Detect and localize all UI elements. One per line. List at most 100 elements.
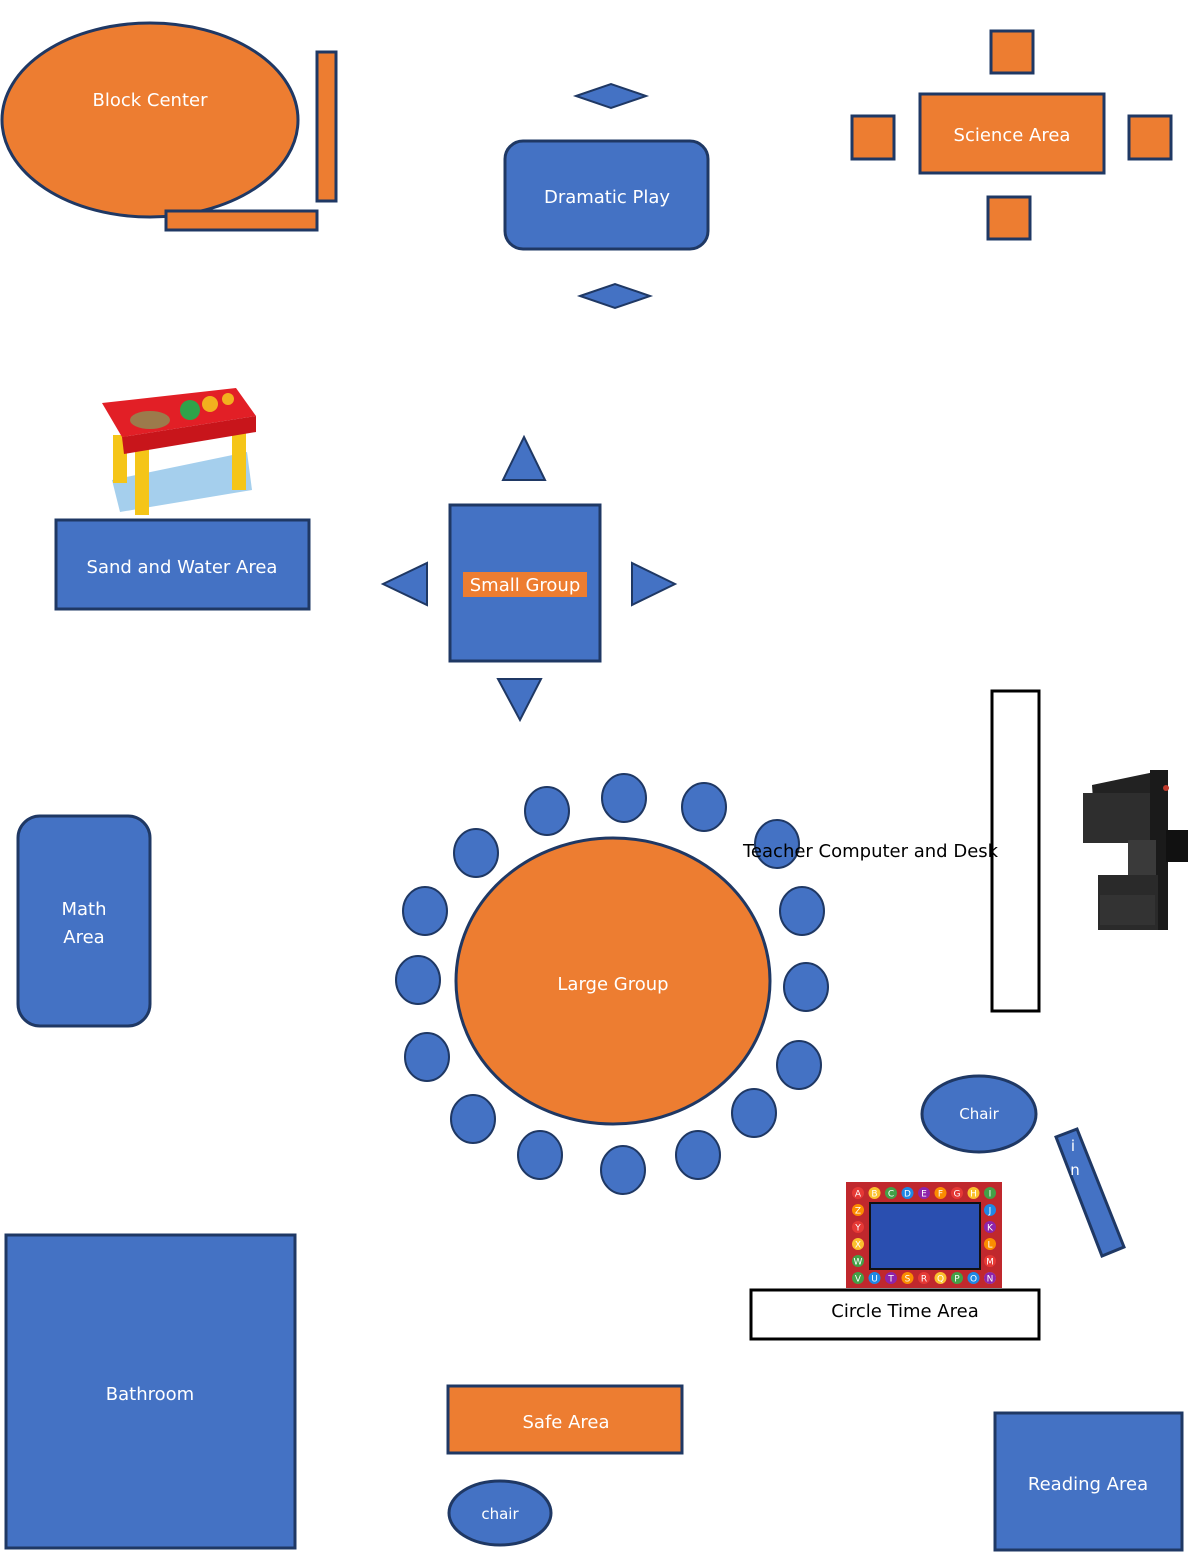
rug-letter: N — [987, 1275, 994, 1285]
math-area-label-line1: Math — [61, 899, 106, 920]
rug-letter: L — [987, 1241, 992, 1251]
large-group-seat — [681, 782, 727, 832]
circle-time-area: ABCDEFGHIJKLMNVUTSRQPONZYXW Circle Time … — [749, 1182, 1041, 1341]
chair-right — [920, 1074, 1038, 1154]
dramatic-play-label: Dramatic Play — [544, 187, 670, 208]
rug-letter: B — [871, 1190, 877, 1200]
block-center-rug — [0, 21, 300, 219]
rug-letter: D — [904, 1190, 911, 1200]
large-group-seats — [395, 773, 829, 1195]
rug-letter-dot — [967, 1187, 980, 1199]
rug-letter: W — [854, 1258, 863, 1268]
math-area-table — [16, 814, 152, 1028]
rug-letter-dot — [868, 1272, 881, 1284]
bathroom-room — [4, 1233, 297, 1550]
rug-letter-dot — [984, 1204, 996, 1216]
chair-bottom-label: chair — [481, 1505, 519, 1523]
small-group-seat-bottom — [496, 678, 543, 723]
rug-letter-dot — [918, 1272, 930, 1284]
rug-letter: I — [989, 1190, 992, 1200]
large-group-seat — [754, 819, 800, 869]
large-group-label: Large Group — [557, 974, 668, 995]
bathroom: Bathroom — [4, 1233, 297, 1550]
rug-letter-dot — [984, 1255, 996, 1267]
large-group-seat — [517, 1130, 563, 1180]
chair-right-group: Chair — [920, 1074, 1038, 1154]
rug-letter: E — [921, 1190, 927, 1200]
slanted-shelf — [1054, 1127, 1126, 1258]
dramatic-play-table — [503, 139, 710, 251]
math-area-label-line2: Area — [63, 927, 104, 948]
rug-letter-dot — [934, 1272, 947, 1284]
science-area-label: Science Area — [954, 125, 1071, 146]
small-group-seat-left — [380, 561, 428, 607]
rug-letter-dot — [951, 1187, 963, 1199]
rug-letter-dot — [984, 1272, 996, 1284]
teacher-desk-area: Teacher Computer and Desk — [742, 689, 1188, 1013]
teacher-desk — [990, 689, 1041, 1013]
block-center: Block Center — [0, 21, 338, 232]
rug-letter-dot — [967, 1272, 980, 1284]
block-shelf-vertical — [315, 50, 338, 203]
large-group-rug — [454, 836, 772, 1126]
rug-letter-dot — [951, 1272, 963, 1284]
rug-letter-dot — [852, 1221, 864, 1233]
large-group-seat — [675, 1130, 721, 1180]
slanted-shelf-text-1: i — [1071, 1137, 1075, 1155]
rug-letter-dot — [984, 1221, 996, 1233]
dramatic-play: Dramatic Play — [503, 82, 710, 310]
rug-letter-dot — [885, 1187, 897, 1199]
rug-letter: C — [888, 1190, 894, 1200]
small-group-label: Small Group — [470, 575, 581, 596]
rug-letter: Y — [854, 1224, 861, 1234]
slanted-shelf-text-2: n — [1070, 1161, 1080, 1179]
chair-bottom-group: chair — [447, 1479, 553, 1547]
reading-area-rug — [993, 1411, 1184, 1552]
large-group: Large Group — [395, 773, 829, 1195]
large-group-seat — [600, 1145, 646, 1195]
alphabet-rug-letters: ABCDEFGHIJKLMNVUTSRQPONZYXW — [852, 1187, 996, 1285]
rug-letter: X — [855, 1241, 861, 1251]
rug-letter: T — [887, 1275, 894, 1285]
small-group: Small Group — [380, 434, 678, 723]
rug-letter-dot — [868, 1187, 881, 1199]
rug-letter: U — [871, 1275, 878, 1285]
rug-letter: F — [938, 1190, 943, 1200]
math-area: Math Area — [16, 814, 152, 1028]
rug-letter-dot — [885, 1272, 897, 1284]
block-shelf-horizontal — [164, 209, 319, 232]
alphabet-rug-image: ABCDEFGHIJKLMNVUTSRQPONZYXW — [846, 1182, 1002, 1288]
rug-letter: J — [988, 1207, 992, 1217]
slanted-shelf-group: i n — [1054, 1127, 1126, 1258]
large-group-seat — [524, 786, 570, 836]
rug-letter: P — [954, 1275, 960, 1285]
large-group-seat — [404, 1032, 450, 1082]
chair-bottom — [447, 1479, 553, 1547]
rug-letter: A — [855, 1190, 862, 1200]
computer-desk-image — [1083, 770, 1188, 930]
rug-letter-dot — [852, 1204, 864, 1216]
rug-letter: S — [905, 1275, 911, 1285]
large-group-seat — [783, 962, 829, 1012]
rug-letter: K — [987, 1224, 994, 1234]
large-group-seat — [601, 773, 647, 823]
bathroom-label: Bathroom — [106, 1384, 194, 1405]
small-group-label-bg — [463, 572, 587, 597]
science-table — [918, 92, 1106, 175]
sand-water-area-label: Sand and Water Area — [87, 557, 278, 578]
chair-right-label: Chair — [959, 1105, 999, 1123]
rug-letter-dot — [852, 1238, 864, 1250]
dramatic-play-stool-top — [572, 82, 650, 110]
circle-time-shelf — [749, 1288, 1041, 1341]
large-group-seat — [731, 1088, 777, 1138]
rug-letter-dot — [901, 1272, 914, 1284]
block-center-label: Block Center — [93, 90, 209, 111]
sand-water-table — [54, 518, 311, 611]
large-group-seat — [450, 1094, 496, 1144]
rug-letter-dot — [852, 1272, 864, 1284]
rug-letter: R — [921, 1275, 927, 1285]
rug-letter: M — [986, 1258, 994, 1268]
science-stool-left — [850, 114, 896, 161]
rug-letter-dot — [852, 1187, 864, 1199]
